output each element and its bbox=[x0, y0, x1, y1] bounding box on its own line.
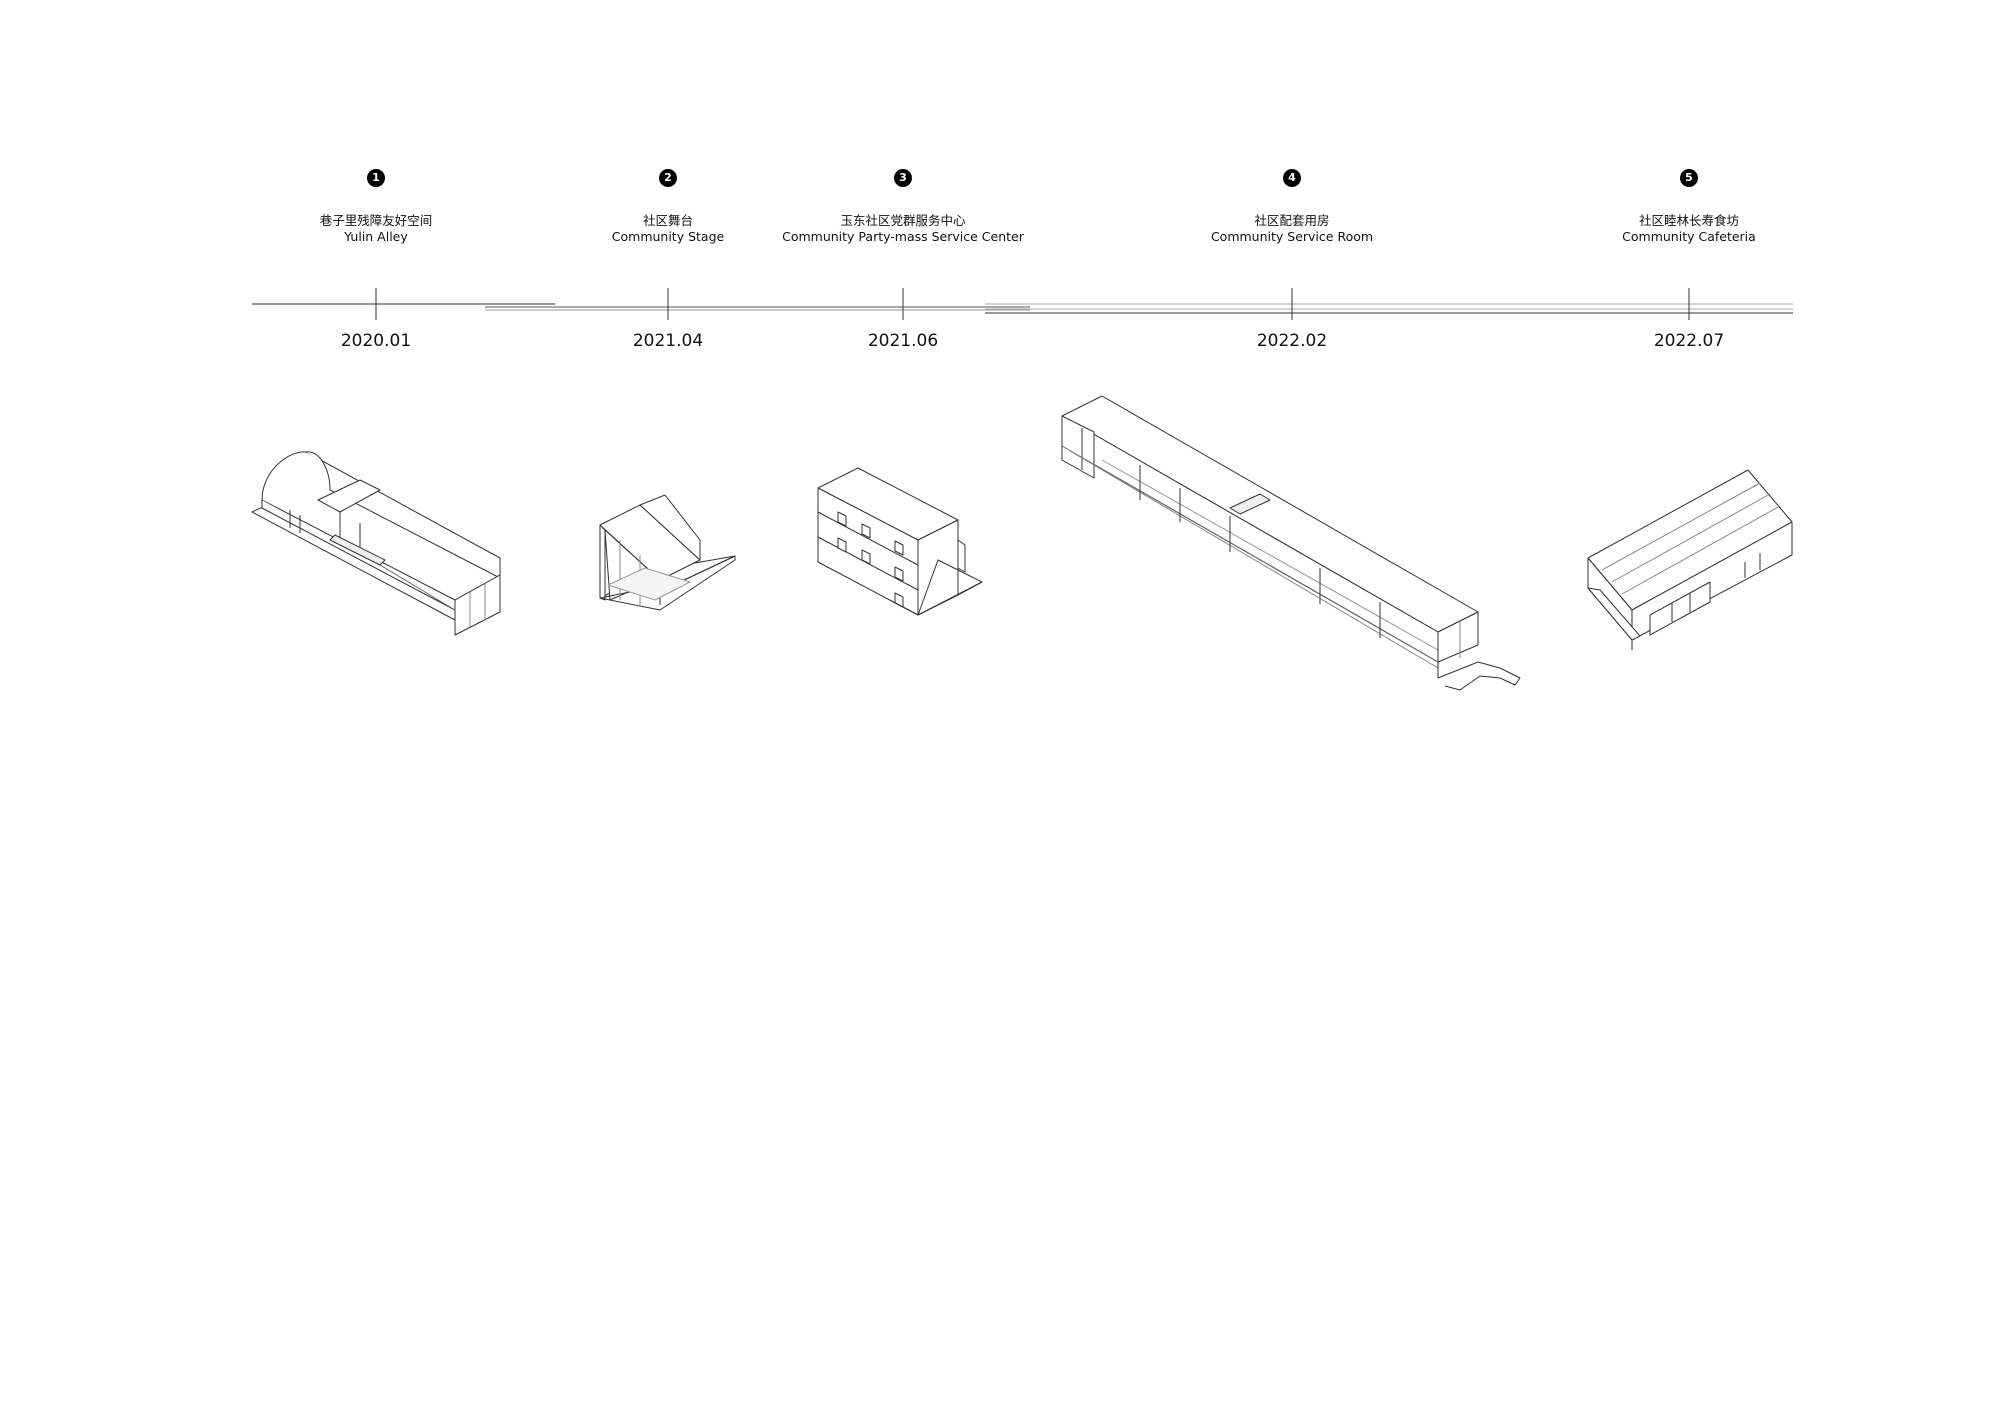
number-badge-icon: 1 bbox=[367, 169, 385, 187]
milestone-date: 2022.02 bbox=[1256, 331, 1328, 351]
milestone-title-en: Community Stage bbox=[611, 229, 725, 244]
milestone-date: 2021.06 bbox=[867, 331, 939, 351]
number-badge-icon: 4 bbox=[1283, 169, 1301, 187]
milestone-title-zh: 社区睦林长寿食坊 bbox=[1638, 213, 1739, 228]
isometric-gable-roof-house-icon bbox=[1587, 469, 1793, 650]
isometric-stage-pavilion-icon bbox=[599, 494, 736, 611]
isometric-vaulted-building-icon bbox=[251, 451, 501, 636]
milestone-title-zh: 社区配套用房 bbox=[1254, 213, 1330, 228]
isometric-long-bar-building-icon bbox=[1061, 395, 1521, 691]
milestone-date: 2021.04 bbox=[632, 331, 704, 351]
isometric-three-storey-block-icon bbox=[817, 467, 983, 616]
milestone-title-en: Community Service Room bbox=[1210, 229, 1374, 244]
milestone-title-zh: 社区舞台 bbox=[642, 213, 693, 228]
number-badge-icon: 2 bbox=[659, 169, 677, 187]
milestone-title-en: Yulin Alley bbox=[344, 229, 408, 244]
milestone-date: 2022.07 bbox=[1653, 331, 1725, 351]
building-drawings bbox=[251, 395, 1793, 691]
milestone-title-zh: 玉东社区党群服务中心 bbox=[840, 213, 966, 228]
milestone-date: 2020.01 bbox=[340, 331, 412, 351]
number-badge-icon: 3 bbox=[894, 169, 912, 187]
timeline-axis bbox=[252, 288, 1793, 320]
milestone-title-en: Community Cafeteria bbox=[1622, 229, 1756, 244]
milestone-title-zh: 巷子里残障友好空间 bbox=[319, 213, 433, 228]
number-badge-icon: 5 bbox=[1680, 169, 1698, 187]
milestone-title-en: Community Party-mass Service Center bbox=[782, 229, 1024, 244]
